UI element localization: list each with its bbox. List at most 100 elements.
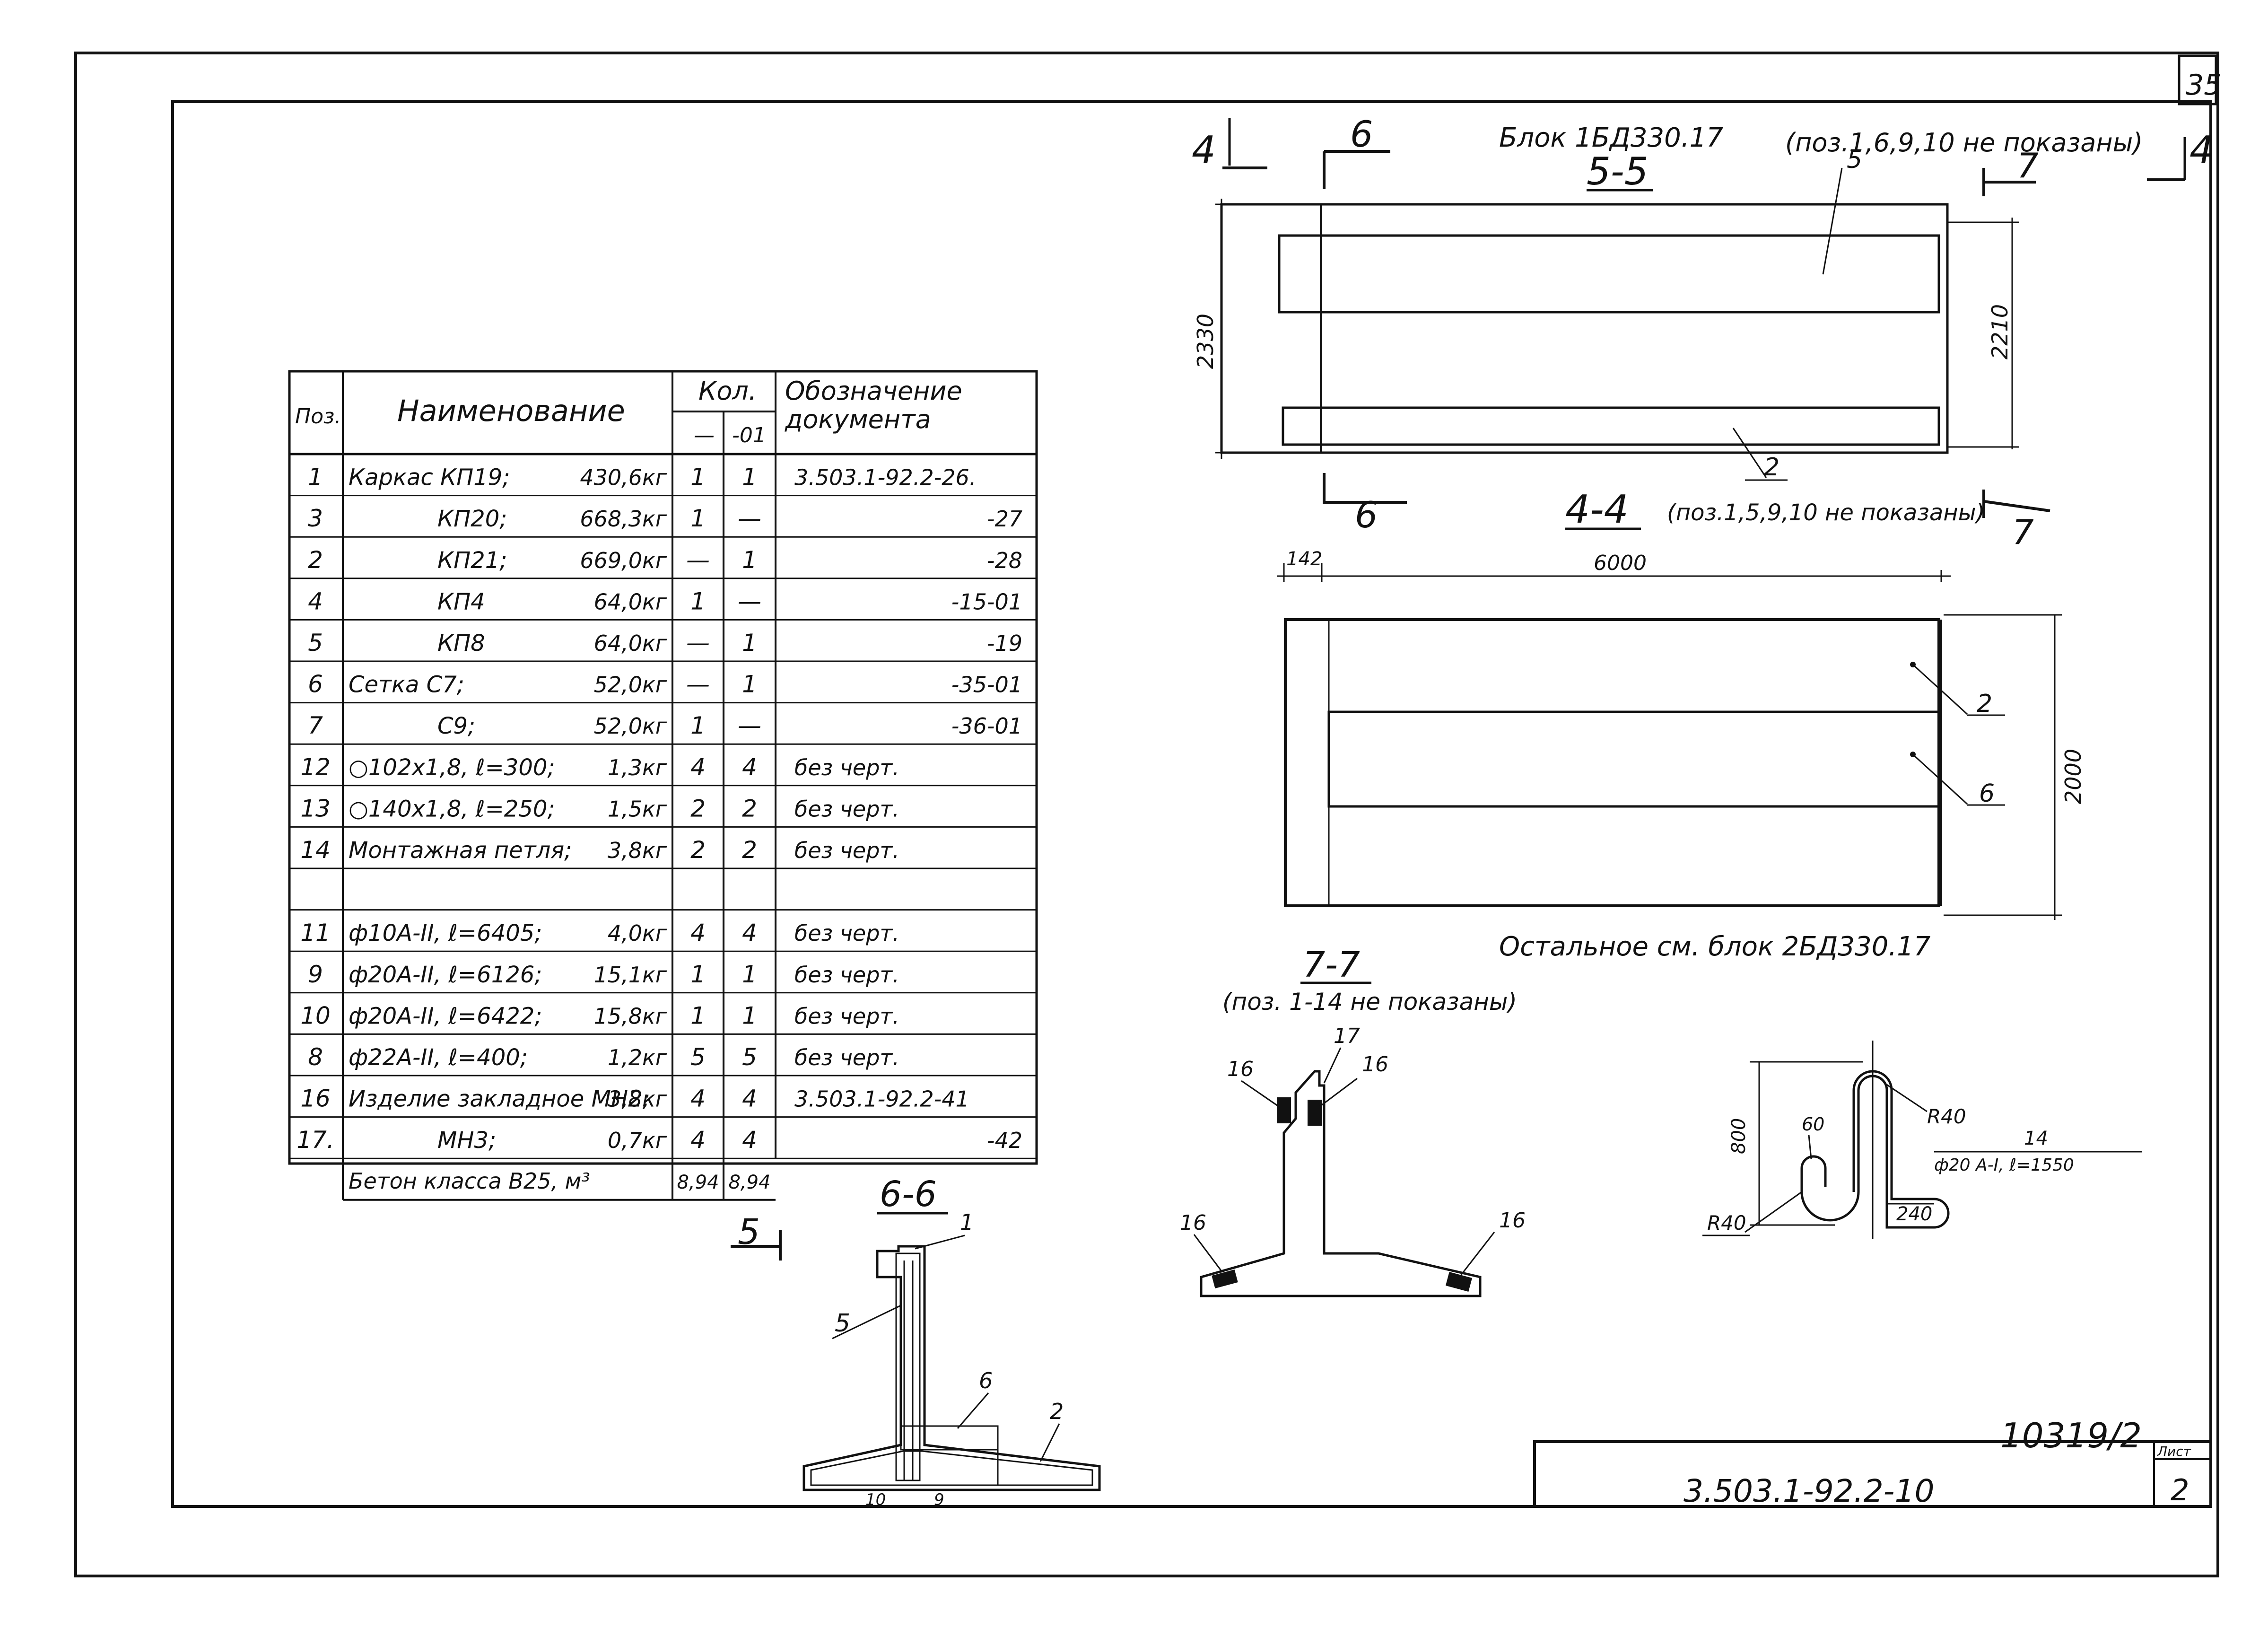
row-qty-b: 5 xyxy=(742,1043,757,1071)
dim-2330: 2330 xyxy=(1193,314,1218,369)
section-7-7-profile xyxy=(1200,1070,1482,1297)
row-name: Сетка С7; xyxy=(349,672,464,698)
row-mass: 3,8кг xyxy=(608,1086,667,1112)
row-mass: 64,0кг xyxy=(594,630,667,656)
row-qty-b: — xyxy=(738,505,761,532)
row-doc: 3.503.1-92.2-41 xyxy=(794,1086,969,1112)
label-9: 9 xyxy=(934,1490,944,1509)
section-6-6-title: 6-6 xyxy=(880,1174,937,1215)
row-doc: без черт. xyxy=(794,838,899,863)
row-qty-b: 1 xyxy=(742,464,757,491)
cut-4-right: 4 xyxy=(2189,128,2214,172)
row-pos: 1 xyxy=(308,464,323,491)
title-block xyxy=(1533,1440,2212,1508)
row-mass: 4,0кг xyxy=(608,920,667,946)
row-name: ф22А-II, ℓ=400; xyxy=(349,1044,528,1071)
concrete-qty-a: 8,94 xyxy=(677,1172,719,1193)
view-5-5: Блок 1БД330.17 (поз.1,6,9,10 не показаны… xyxy=(1192,113,2214,552)
section-4-4-title: 4-4 xyxy=(1565,487,1629,532)
row-qty-a: 4 xyxy=(690,1085,706,1112)
row-doc: -35-01 xyxy=(951,672,1022,698)
row-doc: -36-01 xyxy=(951,713,1022,739)
row-qty-b: 2 xyxy=(742,836,757,864)
row-qty-a: 1 xyxy=(690,505,706,532)
row-qty-a: — xyxy=(686,546,710,574)
row-pos: 5 xyxy=(308,629,323,657)
label-2: 2 xyxy=(1764,453,1780,481)
row-pos: 6 xyxy=(308,671,323,698)
dim-142: 142 xyxy=(1286,548,1322,570)
row-qty-a: 4 xyxy=(690,1126,706,1154)
row-name: ф20А-II, ℓ=6126; xyxy=(349,962,542,988)
row-mass: 0,7кг xyxy=(608,1128,667,1153)
row-mass: 15,1кг xyxy=(594,962,667,988)
col-header-name: Наименование xyxy=(397,394,625,428)
spec-table: Поз. Наименование Кол. — -01 Обозначениедокум… xyxy=(288,370,1038,1201)
cut-6-bottom: 6 xyxy=(1355,494,1378,536)
row-doc: -27 xyxy=(987,506,1022,532)
inner-frame xyxy=(171,100,2212,1508)
page-number-box xyxy=(2178,54,2217,105)
row-qty-b: — xyxy=(738,587,761,615)
row-qty-b: 4 xyxy=(742,1085,757,1112)
row-mass: 430,6кг xyxy=(580,465,667,490)
row-doc: без черт. xyxy=(794,796,899,822)
row-qty-a: 1 xyxy=(690,464,706,491)
row-name: КП21; xyxy=(437,547,507,574)
row-qty-a: 4 xyxy=(690,919,706,946)
dim-2000: 2000 xyxy=(2060,749,2086,804)
row-mass: 1,5кг xyxy=(608,796,667,822)
loop-bar-spec: ф20 А-I, ℓ=1550 xyxy=(1934,1156,2074,1175)
view-5-5-note: (поз.1,6,9,10 не показаны) xyxy=(1785,128,2143,158)
row-doc: без черт. xyxy=(794,920,899,946)
row-doc: без черт. xyxy=(794,962,899,988)
dim-2210: 2210 xyxy=(1987,304,2013,359)
row-name: ○102х1,8, ℓ=300; xyxy=(349,754,555,781)
row-doc: -19 xyxy=(987,630,1022,656)
row-qty-a: 2 xyxy=(690,795,706,822)
row-mass: 52,0кг xyxy=(594,713,667,739)
row-doc: -42 xyxy=(987,1128,1022,1153)
label-2: 2 xyxy=(1977,690,1992,718)
view-4-4-footer: Остальное см. блок 2БД330.17 xyxy=(1499,931,1931,962)
row-name: ○140х1,8, ℓ=250; xyxy=(349,796,555,822)
row-qty-b: 1 xyxy=(742,629,757,657)
row-mass: 64,0кг xyxy=(594,589,667,614)
row-mass: 3,8кг xyxy=(608,838,667,863)
col-header-doc-2: документа xyxy=(785,404,931,434)
col-header-qty-b: -01 xyxy=(732,423,766,447)
view-4-4: 4-4 (поз.1,5,9,10 не показаны) 142 6000 … xyxy=(1277,487,2086,962)
row-qty-a: 1 xyxy=(690,1002,706,1029)
row-qty-b: 1 xyxy=(742,671,757,698)
row-name: КП20; xyxy=(437,506,507,532)
col-header-pos: Поз. xyxy=(295,404,341,429)
row-mass: 15,8кг xyxy=(594,1003,667,1029)
row-pos: 4 xyxy=(308,587,323,615)
view-7-7-note: (поз. 1-14 не показаны) xyxy=(1222,988,1517,1015)
label-16-bottom-right: 16 xyxy=(1499,1208,1526,1233)
row-pos: 13 xyxy=(300,795,331,822)
col-header-doc: Обозначение xyxy=(785,376,962,406)
row-pos: 16 xyxy=(300,1085,331,1112)
row-pos: 17. xyxy=(297,1126,334,1154)
loop-detail: 800 60 240 R40 R40 14 ф20 А-I, ℓ=1550 xyxy=(1702,1041,2142,1239)
label-6: 6 xyxy=(1979,779,1995,808)
col-header-qty: Кол. xyxy=(698,376,757,406)
outer-border xyxy=(74,52,2219,1577)
row-doc: 3.503.1-92.2-26. xyxy=(794,465,976,490)
row-mass: 52,0кг xyxy=(594,672,667,698)
row-doc: -28 xyxy=(987,548,1022,573)
label-5: 5 xyxy=(1847,146,1862,174)
block-title: Блок 1БД330.17 xyxy=(1499,123,1723,153)
row-qty-b: — xyxy=(738,712,761,739)
row-qty-b: 1 xyxy=(742,546,757,574)
row-pos: 7 xyxy=(308,712,323,739)
row-name: ф20А-II, ℓ=6422; xyxy=(349,1003,542,1029)
label-16-right: 16 xyxy=(1362,1052,1388,1077)
concrete-name: Бетон класса В25, м³ xyxy=(349,1168,590,1194)
lifting-loop xyxy=(1800,1070,1950,1229)
row-qty-b: 1 xyxy=(742,961,757,988)
sheet-label: Лист xyxy=(2157,1444,2191,1459)
cut-7-top: 7 xyxy=(2017,146,2039,185)
archive-mark: 10319/2 xyxy=(2000,1416,2142,1455)
